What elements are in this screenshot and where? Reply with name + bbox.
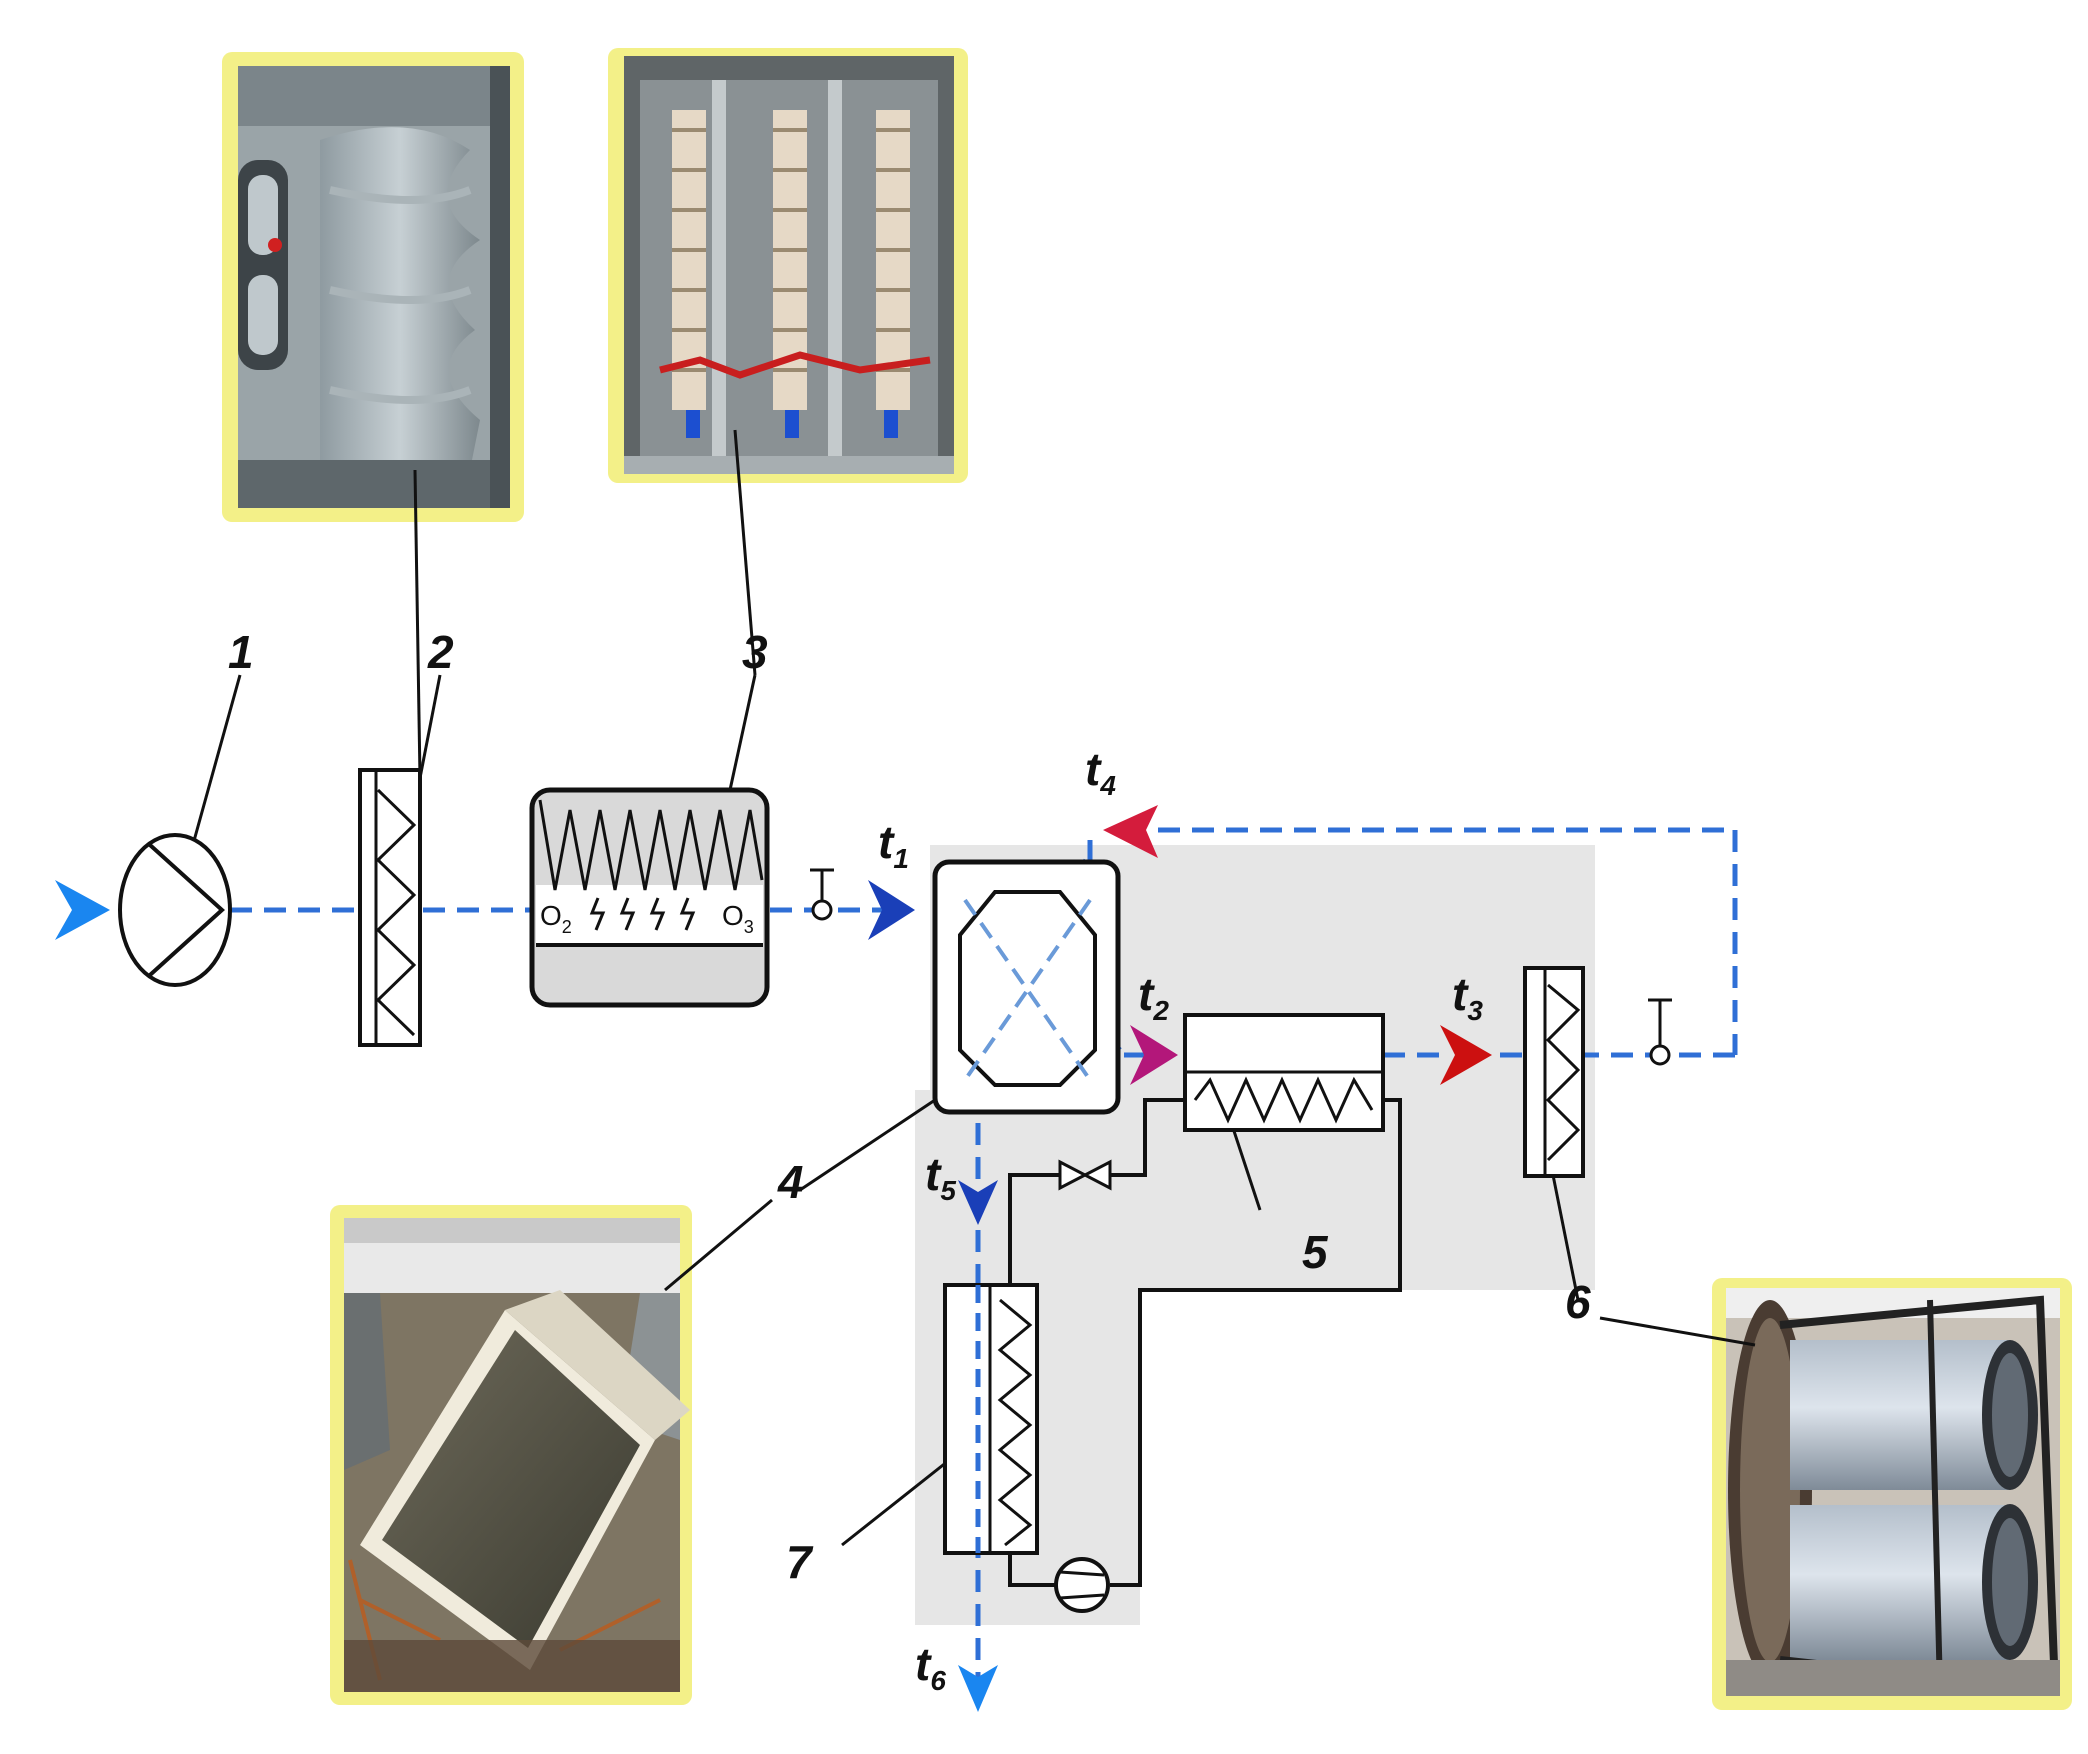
fan	[118, 833, 232, 987]
evaporator-cooler	[943, 1283, 1039, 1555]
label-t3: t3	[1452, 968, 1483, 1026]
label-t5: t5	[925, 1148, 956, 1206]
cartridge-filter	[1523, 966, 1585, 1178]
heat-exchanger-photo	[330, 1205, 692, 1705]
damper-valve-2	[1648, 998, 1672, 1066]
heat-exchanger	[932, 859, 1121, 1115]
expansion-valve	[1010, 1159, 1135, 1191]
t1-arrow	[868, 880, 915, 940]
compressor	[1054, 1557, 1110, 1613]
pre-filter	[358, 768, 422, 1047]
label-2: 2	[427, 626, 454, 678]
t6-arrow	[958, 1665, 998, 1712]
condenser-heater	[1183, 1013, 1385, 1132]
t5-arrow	[958, 1180, 998, 1225]
label-3: 3	[742, 626, 768, 678]
label-5: 5	[1302, 1226, 1329, 1278]
label-t4: t4	[1085, 743, 1116, 801]
ozonizer-photo	[608, 48, 968, 483]
inlet-arrow	[55, 880, 110, 940]
label-4: 4	[777, 1156, 804, 1208]
ozonizer: O2 O3	[529, 787, 770, 1008]
damper-valve-1	[810, 868, 834, 921]
label-7: 7	[786, 1536, 814, 1588]
label-1: 1	[228, 626, 254, 678]
t2-arrow	[1130, 1025, 1178, 1085]
label-6: 6	[1565, 1276, 1591, 1328]
label-t2: t2	[1138, 968, 1169, 1026]
cartridge-filter-photo	[1712, 1278, 2072, 1710]
t3-arrow	[1440, 1025, 1492, 1085]
o3-label: O3	[722, 900, 754, 937]
pocket-filter-photo	[222, 52, 524, 522]
t4-arrow	[1103, 805, 1158, 858]
o2-label: O2	[540, 900, 572, 937]
label-t1: t1	[878, 816, 909, 874]
label-t6: t6	[915, 1638, 946, 1696]
